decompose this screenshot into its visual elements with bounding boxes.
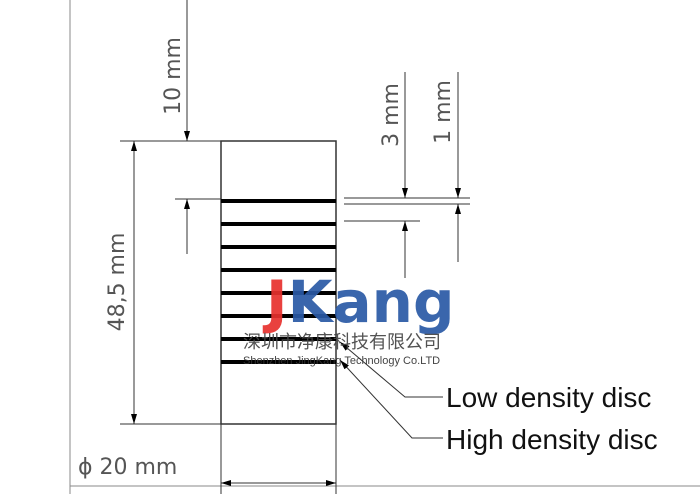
watermark: JKang 深圳市净康科技有限公司 Shenzhen JingKang Tech… <box>243 268 455 367</box>
left-extension-lines <box>120 140 221 425</box>
watermark-chinese: 深圳市净康科技有限公司 <box>243 332 441 353</box>
watermark-logo-rest: Kang <box>288 268 455 336</box>
disc-stack <box>221 199 336 364</box>
watermark-logo-j: J <box>262 268 288 336</box>
dim-diameter-label: ϕ 20 mm <box>78 455 177 480</box>
right-extension-lines <box>344 197 470 222</box>
disc <box>221 268 336 272</box>
dim-diameter <box>220 424 337 494</box>
dim-1mm-label: 1 mm <box>431 80 456 144</box>
dim-3mm-label: 3 mm <box>379 83 404 147</box>
leader-lines <box>339 341 443 439</box>
disc <box>221 314 336 318</box>
watermark-english: Shenzhen JingKang Technology Co.LTD <box>243 355 440 367</box>
dim-10mm-label: 10 mm <box>161 37 186 115</box>
disc <box>221 360 336 364</box>
disc <box>221 222 336 226</box>
disc <box>221 337 336 341</box>
callout-low-density: Low density disc <box>446 382 651 413</box>
cylinder-body <box>220 140 337 425</box>
dim-length-label: 48,5 mm <box>105 233 130 332</box>
disc <box>221 245 336 249</box>
disc <box>221 291 336 295</box>
callout-high-density: High density disc <box>446 424 658 455</box>
watermark-logo: JKang <box>262 268 455 336</box>
disc <box>221 199 336 203</box>
